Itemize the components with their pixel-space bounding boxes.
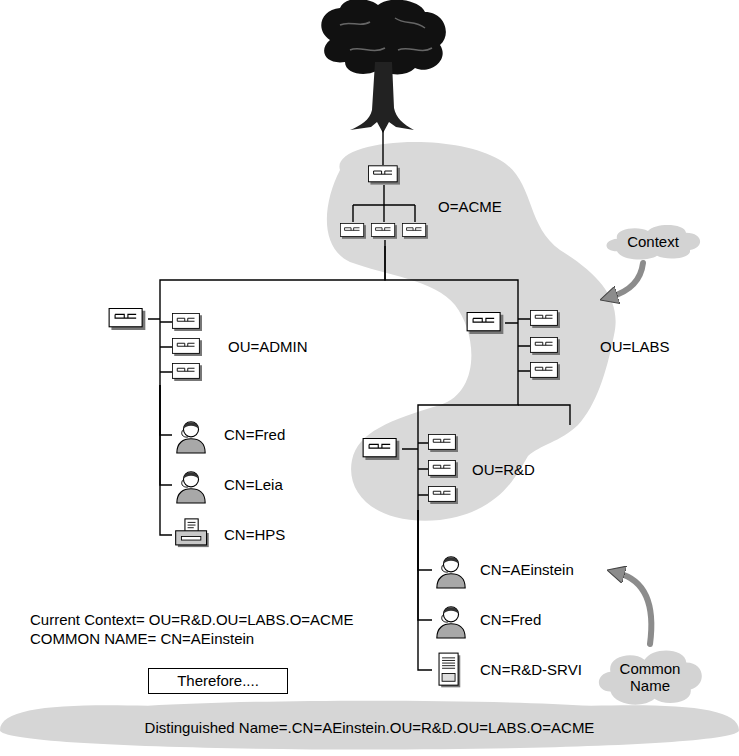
pointer-arrow — [611, 263, 643, 297]
node-label: O=ACME — [438, 198, 502, 215]
container-icon — [368, 166, 400, 185]
tree-texture — [340, 18, 432, 51]
org-unit-container: OU=ADMIN — [104, 300, 314, 385]
user-icon — [177, 472, 205, 503]
org-unit-container: OU=R&D — [356, 425, 546, 510]
node-label: CN=Leia — [224, 476, 283, 493]
container-icon — [109, 308, 145, 330]
container-icon — [371, 224, 397, 239]
org-unit-container: OU=LABS — [462, 300, 677, 385]
printer-object: CN=HPS — [172, 513, 302, 557]
container-icon — [530, 362, 560, 380]
tree-connector — [160, 385, 172, 485]
container-icon — [428, 486, 458, 504]
tree-connector — [418, 510, 432, 620]
node-label: Distinguished Name=.CN=AEinstein.OU=R&D.… — [145, 719, 595, 736]
cloud-fill — [607, 225, 701, 260]
tree-connector — [418, 510, 432, 670]
labs-wiring — [505, 300, 530, 385]
container-icon — [172, 313, 202, 331]
node-label: Common Name — [614, 660, 686, 695]
tree-link — [382, 130, 383, 165]
node-label: Context — [627, 233, 679, 250]
context-region — [327, 142, 616, 521]
tree-connector — [160, 385, 172, 435]
container-icon — [467, 312, 503, 334]
node-label: OU=LABS — [600, 338, 670, 355]
container-icon — [172, 338, 202, 356]
therefore-box: Therefore.... — [148, 668, 288, 694]
organization-container: O=ACME — [338, 162, 513, 246]
server-object: CN=R&D-SRVI — [432, 648, 607, 692]
user-object: CN=AEinstein — [432, 548, 607, 592]
container-icon — [340, 224, 366, 239]
container-icon — [363, 438, 399, 460]
printer-icon — [176, 519, 209, 547]
user-object: CN=Leia — [172, 463, 302, 507]
node-label: OU=ADMIN — [228, 338, 308, 355]
node-label: Therefore.... — [177, 672, 259, 689]
context-cloud: Context — [603, 221, 703, 263]
pointer-arrow — [619, 573, 652, 644]
rnd-wiring — [402, 425, 428, 510]
container-wiring — [148, 185, 570, 510]
user-icon — [437, 557, 465, 588]
server-icon — [439, 653, 460, 687]
node-label: CN=AEinstein — [480, 561, 574, 578]
band-fill — [0, 701, 739, 750]
container-icons — [109, 166, 560, 504]
user-icon — [437, 607, 465, 638]
context-note: COMMON NAME= CN=AEinstein — [30, 630, 254, 647]
node-label: CN=HPS — [224, 526, 285, 543]
tree-connector — [418, 510, 432, 570]
cloud-fill — [599, 650, 702, 704]
node-label: CN=R&D-SRVI — [480, 661, 582, 678]
admin-wiring — [148, 300, 172, 385]
container-icon — [428, 434, 458, 452]
container-icon — [530, 310, 560, 328]
labs-stub — [518, 405, 570, 425]
node-label: CN=Fred — [480, 611, 541, 628]
context-note: Current Context= OU=R&D.OU=LABS.O=ACME — [30, 611, 353, 628]
container-icon — [402, 224, 428, 239]
node-label: CN=Fred — [224, 426, 285, 443]
tree-connector — [160, 246, 385, 300]
tree-connector — [418, 385, 518, 425]
user-icon — [177, 422, 205, 453]
tree-connector — [385, 246, 518, 300]
user-object: CN=Fred — [432, 598, 607, 642]
user-object: CN=Fred — [172, 413, 302, 457]
leaf-icons — [176, 422, 465, 688]
node-label: OU=R&D — [472, 461, 535, 478]
common-name-cloud: Common Name — [595, 644, 705, 710]
container-icon — [428, 460, 458, 478]
container-icon — [172, 363, 202, 381]
tree-connector — [160, 385, 172, 535]
container-icon — [530, 337, 560, 355]
tree-illustration — [321, 0, 446, 165]
tree-trunk — [350, 62, 414, 133]
distinguished-name-band: Distinguished Name=.CN=AEinstein.OU=R&D.… — [0, 699, 739, 756]
